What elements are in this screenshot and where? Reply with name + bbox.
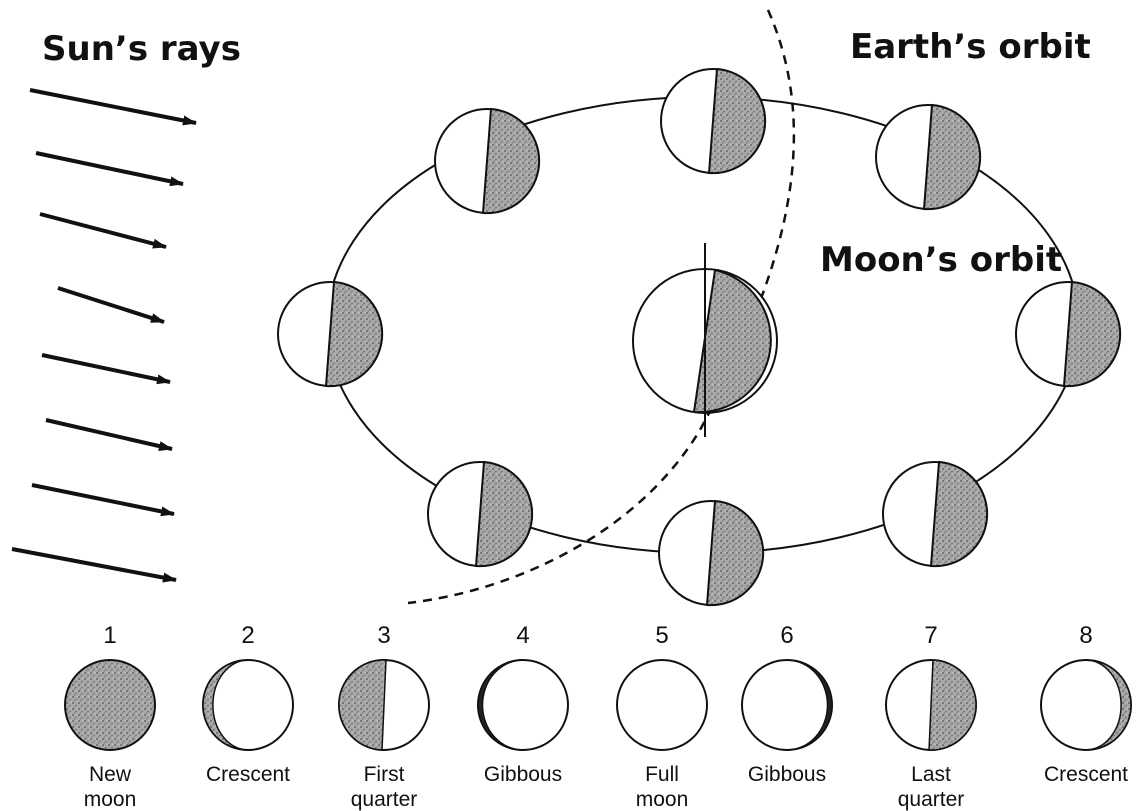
- phase-moon-icon: [338, 659, 430, 751]
- sun-rays-label: Sun’s rays: [42, 29, 241, 69]
- phase-name-line2: quarter: [898, 788, 965, 811]
- orbit-moon: [434, 107, 541, 215]
- phase-name: First: [364, 763, 405, 786]
- orbit-moon: [875, 103, 982, 211]
- phase-name: Last: [911, 763, 951, 786]
- sun-ray-arrow: [29, 88, 197, 126]
- phase-name: Full: [645, 763, 679, 786]
- phase-number: 4: [516, 622, 529, 649]
- phase-moon-icon: [477, 659, 569, 751]
- phase-name-line2: quarter: [351, 788, 418, 811]
- earth-orbit-label: Earth’s orbit: [850, 27, 1091, 67]
- phase-number: 8: [1079, 622, 1092, 649]
- phase-number: 2: [241, 622, 254, 649]
- sun-ray-arrow: [35, 151, 184, 187]
- sun-rays: [11, 88, 197, 583]
- phase-number: 7: [924, 622, 937, 649]
- phase-name-line2: moon: [84, 788, 137, 811]
- phase-name: New: [89, 763, 132, 786]
- phase-name: Crescent: [206, 763, 290, 786]
- sun-ray-arrow: [45, 418, 173, 451]
- phase-name: Gibbous: [484, 763, 562, 786]
- earth-orbit-arc: [407, 9, 796, 605]
- sun-ray-arrow: [11, 547, 177, 583]
- orbit-moon: [277, 280, 384, 388]
- sun-ray-arrow: [41, 353, 171, 385]
- phase-moon-icon: [616, 659, 708, 751]
- phase-moon-icon: [202, 659, 294, 751]
- earth: [632, 243, 778, 437]
- sun-ray-arrow: [39, 212, 167, 249]
- phase-number: 3: [377, 622, 390, 649]
- orbit-moons: [277, 67, 1122, 607]
- orbit-moon: [658, 499, 765, 607]
- sun-ray-arrow: [57, 286, 165, 324]
- sun-ray-arrow: [31, 483, 175, 517]
- phase-name-line2: moon: [636, 788, 689, 811]
- phase-number: 6: [780, 622, 793, 649]
- phase-moon-icon: [1040, 659, 1132, 751]
- phase-row: 1Newmoon2Crescent3Firstquarter4Gibbous5F…: [64, 622, 1132, 811]
- orbit-moon: [882, 460, 989, 568]
- phase-number: 5: [655, 622, 668, 649]
- phase-moon-icon: [64, 659, 156, 751]
- orbit-moon: [1015, 280, 1122, 388]
- moon-orbit-label: Moon’s orbit: [820, 240, 1062, 280]
- phase-name: Crescent: [1044, 763, 1128, 786]
- orbit-moon: [427, 460, 534, 568]
- phase-moon-icon: [741, 659, 833, 751]
- phase-moon-icon: [885, 659, 977, 751]
- phase-name: Gibbous: [748, 763, 826, 786]
- orbit-moon: [660, 67, 767, 175]
- phase-number: 1: [103, 622, 116, 649]
